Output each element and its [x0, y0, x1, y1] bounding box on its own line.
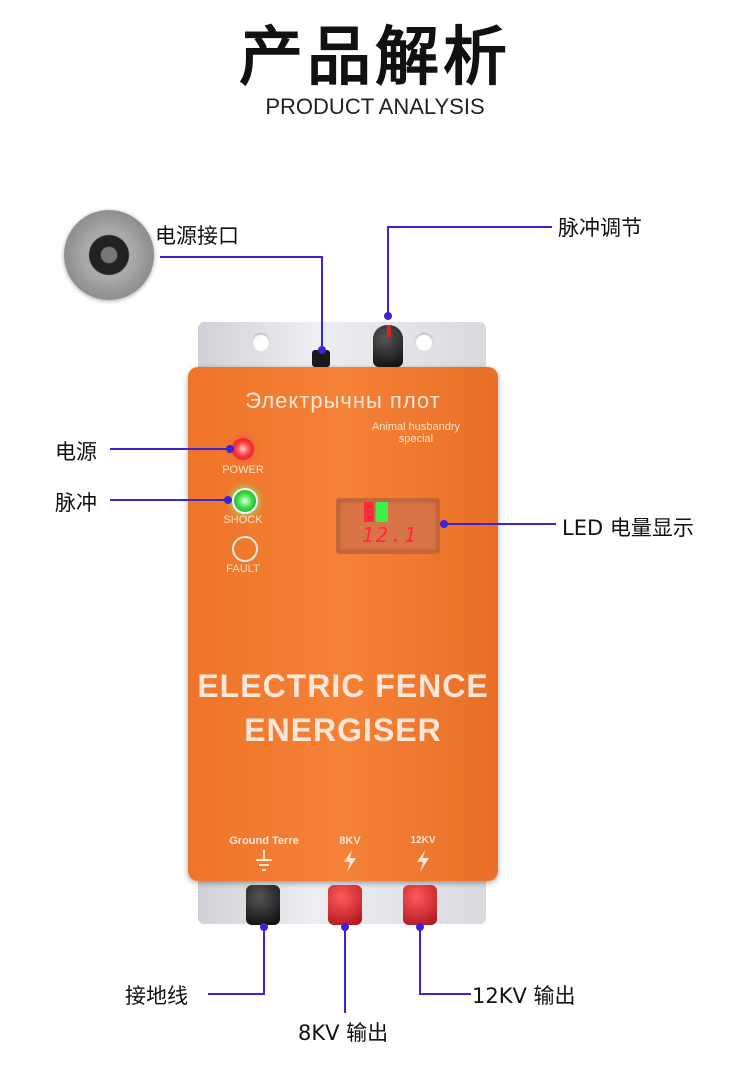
dot-power-port	[318, 346, 326, 354]
power-jack[interactable]	[312, 350, 330, 367]
lightning-bolt-icon	[413, 850, 433, 877]
fault-led	[232, 536, 258, 562]
dot-power	[226, 445, 234, 453]
display-value: 12.1	[362, 523, 419, 547]
dot-pulse-adjust	[384, 312, 392, 320]
terminal-8kv-label: 8KV	[339, 835, 361, 847]
shock-led	[232, 488, 258, 514]
special-line-1: Animal husbandry	[371, 421, 461, 433]
line-power-port-h	[160, 256, 322, 258]
mount-hole-left	[252, 333, 270, 351]
product-title-line-2: ENERGISER	[244, 712, 442, 748]
page-subtitle: PRODUCT ANALYSIS	[265, 94, 485, 119]
ground-terminal[interactable]	[246, 885, 280, 925]
dot-led	[440, 520, 448, 528]
product-title-line-1: ELECTRIC FENCE	[197, 668, 489, 704]
special-line-2: special	[398, 433, 434, 445]
battery-display	[336, 498, 440, 554]
dot-pulse	[224, 496, 232, 504]
dot-12kv	[416, 923, 424, 931]
terminal-12kv[interactable]	[403, 885, 437, 925]
power-led	[232, 438, 254, 460]
display-bar-green	[376, 502, 388, 522]
mount-hole-right	[415, 333, 433, 351]
callout-pulse: 脉冲	[55, 491, 97, 515]
callout-8kv: 8KV 输出	[298, 1021, 389, 1045]
line-power-port-v	[321, 256, 323, 352]
power-led-label: POWER	[222, 464, 264, 476]
power-socket-core	[84, 230, 134, 280]
device-brand: Электрычны плот	[245, 388, 441, 413]
terminal-12kv-label: 12KV	[410, 835, 436, 846]
lightning-bolt-icon	[340, 850, 360, 877]
ground-symbol-icon	[252, 850, 276, 877]
callout-power: 电源	[55, 440, 97, 464]
line-ground-v	[263, 927, 265, 995]
line-ground-h	[208, 993, 264, 995]
terminal-8kv[interactable]	[328, 885, 362, 925]
callout-led-display: LED 电量显示	[562, 516, 694, 540]
line-pulse-h	[388, 226, 552, 228]
line-pulse-v	[387, 226, 389, 316]
line-pulse	[110, 499, 228, 501]
line-12kv-v	[419, 927, 421, 995]
device-special-note: Animal husbandry special	[356, 421, 476, 445]
knob-indicator	[387, 325, 391, 337]
fault-led-label: FAULT	[226, 563, 260, 575]
line-12kv-h	[419, 993, 471, 995]
callout-pulse-adjust: 脉冲调节	[558, 216, 642, 240]
callout-12kv: 12KV 输出	[472, 984, 576, 1008]
line-power	[110, 448, 230, 450]
dot-ground	[260, 923, 268, 931]
dot-8kv	[341, 923, 349, 931]
terminal-ground-label: Ground Terre	[229, 835, 299, 847]
line-led	[444, 523, 556, 525]
shock-led-label: SHOCK	[223, 514, 263, 526]
display-bar-red	[364, 502, 374, 522]
callout-ground-wire: 接地线	[125, 984, 188, 1008]
page-title: 产品解析	[239, 21, 511, 95]
callout-power-port: 电源接口	[155, 224, 239, 248]
line-8kv	[344, 927, 346, 1013]
